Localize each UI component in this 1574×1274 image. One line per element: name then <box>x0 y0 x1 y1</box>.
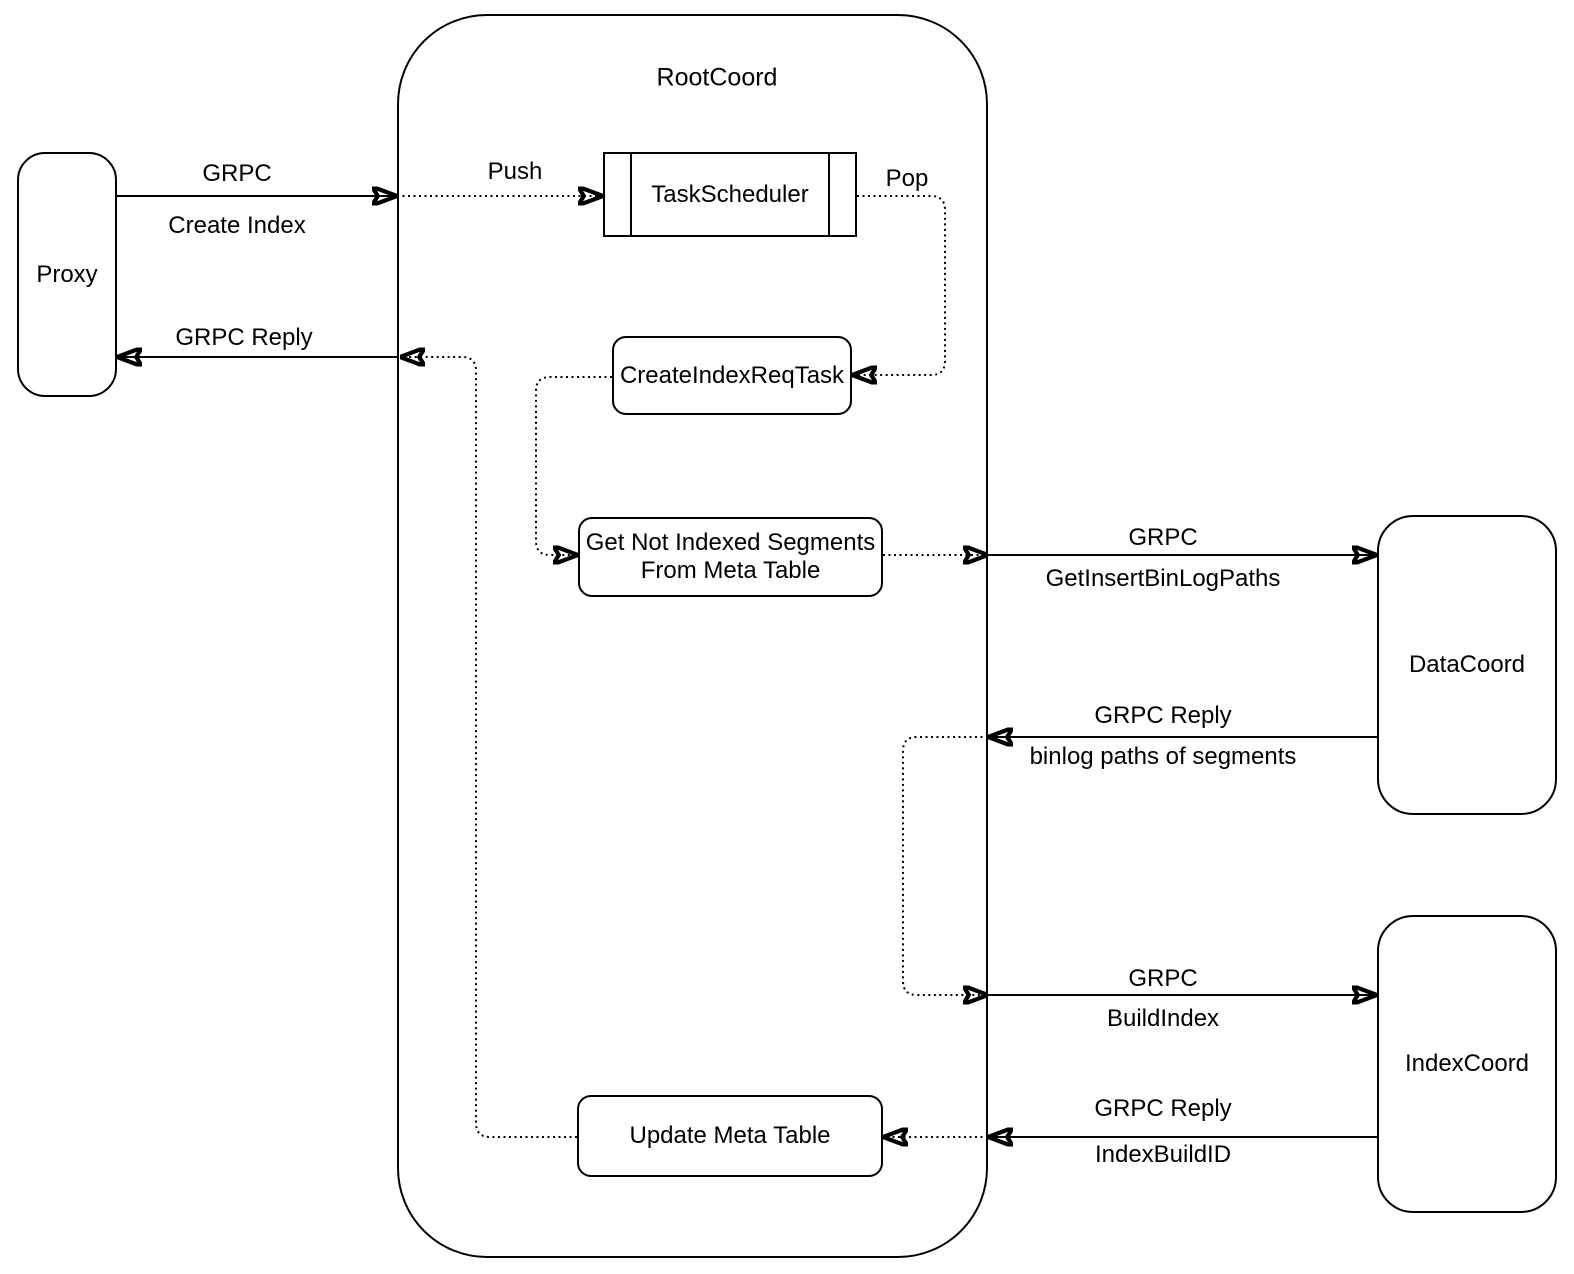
edge-label-grpc-create-index-line1: GRPC <box>202 160 272 187</box>
node-data-coord: DataCoord <box>1377 515 1557 815</box>
edge-label-get-insert-binlog-line1: GRPC <box>1128 524 1198 551</box>
node-proxy-label: Proxy <box>36 260 98 288</box>
node-update-meta-table: Update Meta Table <box>577 1095 883 1177</box>
node-create-index-req-task-label: CreateIndexReqTask <box>619 361 845 389</box>
edge-label-index-build-id-line1: GRPC Reply <box>1094 1095 1232 1122</box>
edge-label-grpc-create-index-line2: Create Index <box>168 212 306 239</box>
node-index-coord: IndexCoord <box>1377 915 1557 1213</box>
edge-update-meta-return-path <box>400 357 577 1138</box>
node-task-scheduler-label: TaskScheduler <box>651 180 809 208</box>
task-scheduler-right-bar <box>828 154 830 235</box>
edge-label-build-index-line2: BuildIndex <box>1106 1005 1220 1032</box>
node-index-coord-label: IndexCoord <box>1404 1050 1530 1077</box>
node-get-not-indexed-segments-line1: Get Not Indexed Segments <box>585 529 876 556</box>
node-get-not-indexed-segments-line2: From Meta Table <box>640 557 821 584</box>
node-get-not-indexed-segments: Get Not Indexed Segments From Meta Table <box>578 517 883 597</box>
edge-pop <box>852 195 946 375</box>
edge-label-binlog-reply-line2: binlog paths of segments <box>1029 743 1297 770</box>
edge-label-grpc-reply-proxy: GRPC Reply <box>175 324 313 351</box>
node-task-scheduler: TaskScheduler <box>603 152 857 237</box>
edge-label-get-insert-binlog-line2: GetInsertBinLogPaths <box>1045 565 1281 592</box>
edge-task-to-get-segments <box>535 376 612 555</box>
edge-binlog-internal-path <box>902 736 988 995</box>
node-proxy: Proxy <box>17 152 117 397</box>
node-data-coord-label: DataCoord <box>1408 651 1526 678</box>
edge-label-build-index-line1: GRPC <box>1128 965 1198 992</box>
edge-label-push: Push <box>487 158 543 185</box>
root-coord-title: RootCoord <box>656 63 778 92</box>
edge-label-index-build-id-line2: IndexBuildID <box>1094 1141 1232 1168</box>
task-scheduler-left-bar <box>630 154 632 235</box>
node-create-index-req-task: CreateIndexReqTask <box>612 336 852 415</box>
edge-label-pop: Pop <box>885 165 929 192</box>
edge-label-binlog-reply-line1: GRPC Reply <box>1094 702 1232 729</box>
node-update-meta-table-label: Update Meta Table <box>629 1122 831 1149</box>
